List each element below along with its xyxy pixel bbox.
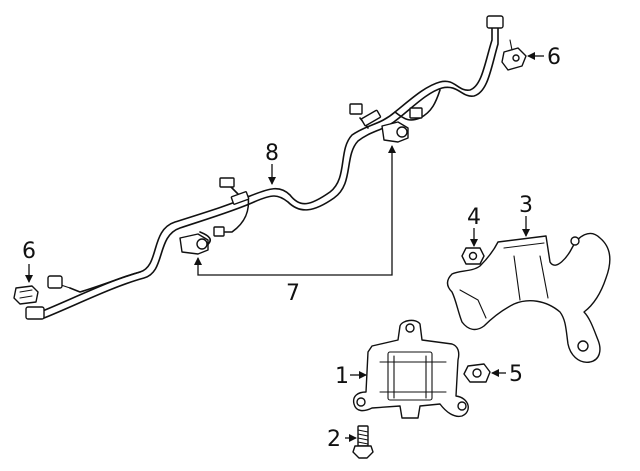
wire-harness <box>25 15 504 320</box>
bolt <box>352 425 374 459</box>
park-sensor <box>179 121 409 255</box>
bracket <box>446 232 611 363</box>
harness-connector <box>13 39 527 305</box>
callout-2: 2 <box>327 427 341 452</box>
nut <box>463 363 491 383</box>
nut <box>461 247 485 265</box>
control-module <box>352 319 469 419</box>
callout-6-left: 6 <box>22 239 36 264</box>
callout-7: 7 <box>286 281 300 306</box>
callout-3: 3 <box>519 193 533 218</box>
callout-6-right: 6 <box>547 45 561 70</box>
callout-4: 4 <box>467 205 481 230</box>
callout-5: 5 <box>509 362 523 387</box>
leader-lines <box>25 52 544 442</box>
callout-8: 8 <box>265 141 279 166</box>
callout-1: 1 <box>335 364 349 389</box>
